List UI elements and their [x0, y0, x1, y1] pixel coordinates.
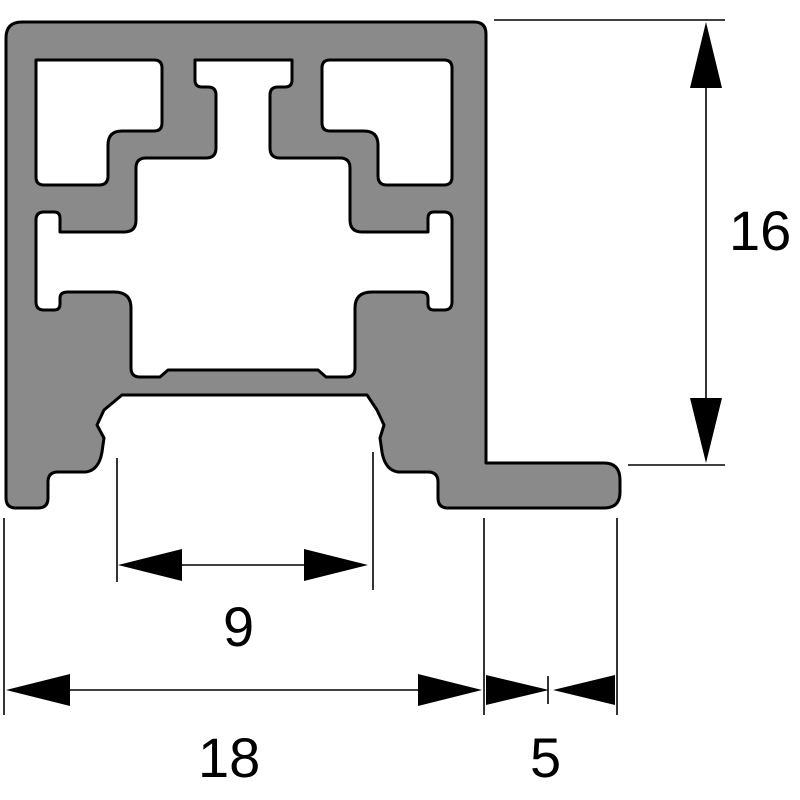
cavity-center-tslot	[34, 58, 454, 379]
rail-cross-section	[4, 20, 622, 510]
dimension-flange-width: 5	[486, 675, 615, 789]
extension-lines	[3, 19, 725, 715]
dimension-height: 16	[690, 22, 791, 463]
arrow-right-icon	[486, 675, 549, 705]
cavity-upper-left	[34, 58, 164, 187]
arrow-left-icon	[6, 674, 70, 706]
dimension-body-width: 18	[6, 674, 482, 789]
dimension-slot-width: 9	[118, 549, 368, 658]
dimension-slot-width-label: 9	[223, 595, 254, 658]
arrow-up-icon	[690, 22, 722, 88]
arrow-down-icon	[690, 398, 722, 463]
dimension-body-width-label: 18	[198, 726, 260, 789]
arrow-left-icon	[553, 675, 615, 705]
arrow-left-icon	[118, 549, 182, 581]
cavity-upper-right	[320, 58, 454, 187]
arrow-right-icon	[304, 549, 368, 581]
dimension-height-label: 16	[729, 199, 791, 262]
arrow-right-icon	[418, 674, 482, 706]
dimension-flange-width-label: 5	[530, 726, 561, 789]
